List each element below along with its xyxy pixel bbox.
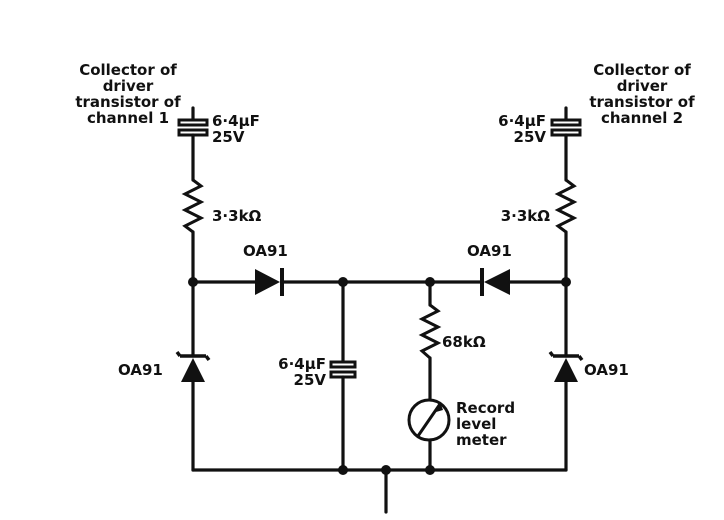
record-level-meter-symbol: [407, 398, 451, 442]
diode-series-right: [480, 268, 510, 296]
cap-top-left-voltage: 25V: [212, 128, 245, 146]
meter-label-line1: Record: [456, 399, 516, 417]
middle-capacitor-branch: [329, 280, 357, 472]
left-input-branch: [177, 106, 209, 284]
diode-shunt-left: [175, 280, 211, 472]
top-bus: [191, 268, 568, 296]
collector-ch1-line1: Collector of: [79, 61, 177, 79]
resistor-right: [554, 178, 578, 234]
res-right-label: 3·3kΩ: [500, 207, 550, 225]
cap-middle-value: 6·4μF: [278, 355, 326, 373]
collector-ch2-line2: driver: [616, 77, 668, 95]
resistor-meter: [418, 303, 442, 360]
cap-top-left-label: 6·4μF 25V: [212, 113, 260, 145]
meter-branch: [407, 280, 451, 472]
cap-top-right-label: 6·4μF 25V: [470, 113, 546, 145]
cap-top-right-voltage: 25V: [513, 128, 546, 146]
diode-shunt-left-label: OA91: [118, 361, 163, 379]
bottom-bus: [191, 468, 568, 514]
diode-series-left-label: OA91: [243, 242, 288, 260]
collector-ch2-line3: transistor of: [589, 93, 695, 111]
res-meter-label: 68kΩ: [442, 333, 486, 351]
diode-series-left: [255, 268, 284, 296]
diode-shunt-right-label: OA91: [584, 361, 629, 379]
cap-top-left-value: 6·4μF: [212, 112, 260, 130]
collector-ch2-line4: channel 2: [600, 109, 684, 127]
collector-ch1-line4: channel 1: [86, 109, 170, 127]
right-input-branch: [550, 106, 582, 284]
res-left-label: 3·3kΩ: [212, 207, 262, 225]
cap-middle-label: 6·4μF 25V: [250, 356, 326, 388]
collector-ch1-label: Collector of driver transistor of channe…: [58, 62, 198, 126]
junction-dots: [188, 277, 571, 475]
collector-ch2-label: Collector of driver transistor of channe…: [572, 62, 712, 126]
cap-middle-voltage: 25V: [293, 371, 326, 389]
resistor-left: [181, 178, 205, 234]
meter-label-line3: meter: [456, 431, 507, 449]
collector-ch1-line2: driver: [102, 77, 154, 95]
collector-ch2-line1: Collector of: [593, 61, 691, 79]
collector-ch1-line3: transistor of: [75, 93, 181, 111]
meter-label-line2: level: [456, 415, 497, 433]
meter-label: Record level meter: [456, 400, 515, 448]
diode-series-right-label: OA91: [467, 242, 512, 260]
diode-shunt-right: [548, 280, 584, 472]
cap-top-right-value: 6·4μF: [498, 112, 546, 130]
